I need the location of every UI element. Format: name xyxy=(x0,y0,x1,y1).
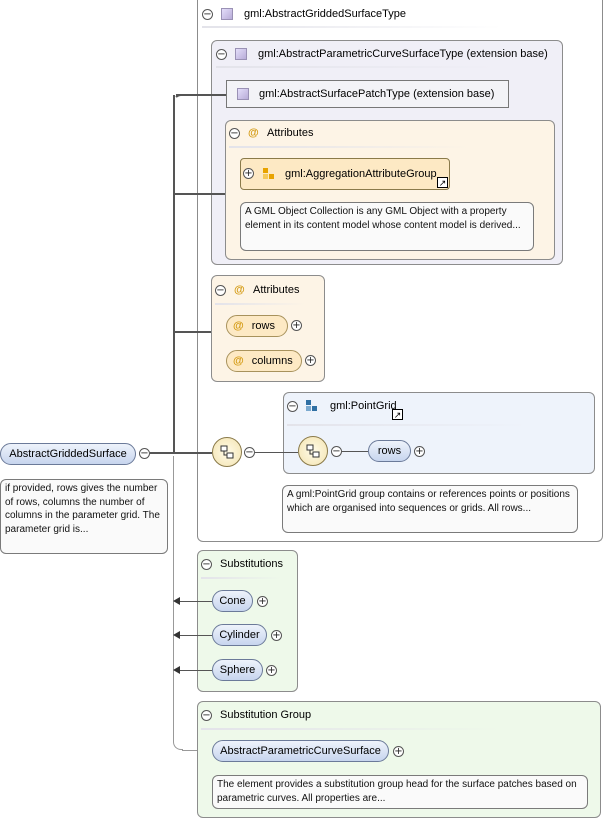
inner-attributes-header: Attributes xyxy=(267,127,314,139)
root-element[interactable]: AbstractGriddedSurface xyxy=(0,443,136,465)
sequence-compositor-icon[interactable] xyxy=(212,437,242,467)
collapse-pointgrid-button[interactable]: − xyxy=(287,401,298,412)
complex-type-icon xyxy=(237,88,249,100)
substitution-group-description: The element provides a substitution grou… xyxy=(212,775,588,809)
attribute-group-icon xyxy=(263,168,275,180)
connector xyxy=(176,94,226,96)
attribute-icon: @ xyxy=(233,355,244,367)
expand-sphere-button[interactable]: + xyxy=(266,665,277,676)
connector xyxy=(173,95,175,452)
expand-columns-attribute-button[interactable]: + xyxy=(305,355,316,366)
attribute-icon: @ xyxy=(234,284,245,296)
attribute-rows-label: rows xyxy=(251,320,275,332)
substitution-group-head[interactable]: AbstractParametricCurveSurface xyxy=(212,740,389,762)
divider xyxy=(201,577,281,579)
arrow-icon xyxy=(173,666,180,674)
attribute-icon: @ xyxy=(248,127,259,139)
aggregation-group-label: gml:AggregationAttributeGroup xyxy=(285,168,437,180)
connector xyxy=(150,452,212,454)
root-description: if provided, rows gives the number of ro… xyxy=(0,479,168,554)
connector xyxy=(255,452,298,453)
pointgrid-description: A gml:PointGrid group contains or refere… xyxy=(282,485,578,533)
substitution-cone[interactable]: Cone xyxy=(212,590,253,612)
pointgrid-panel xyxy=(283,392,595,474)
connector xyxy=(173,738,183,750)
expand-substitution-head-button[interactable]: + xyxy=(393,746,404,757)
divider xyxy=(216,66,496,68)
attribute-columns[interactable]: @ columns xyxy=(226,350,302,372)
substitution-sphere[interactable]: Sphere xyxy=(212,659,263,681)
collapse-inner-attributes-button[interactable]: − xyxy=(229,128,240,139)
connector xyxy=(342,451,368,452)
collapse-outer-sequence-button[interactable]: − xyxy=(244,447,255,458)
group-icon xyxy=(306,400,328,415)
complex-type-icon xyxy=(221,8,243,23)
patch-type-box[interactable]: gml:AbstractSurfacePatchType (extension … xyxy=(226,80,509,108)
connector xyxy=(173,331,211,333)
attribute-icon: @ xyxy=(233,320,244,332)
expand-pointgrid-rows-button[interactable]: + xyxy=(414,446,425,457)
divider xyxy=(201,728,501,730)
expand-cylinder-button[interactable]: + xyxy=(271,630,282,641)
attribute-columns-label: columns xyxy=(251,355,293,367)
connector xyxy=(180,635,212,636)
collapse-substitution-group-button[interactable]: − xyxy=(201,710,212,721)
arrow-icon xyxy=(173,631,180,639)
collapse-type-button[interactable]: − xyxy=(202,9,213,20)
patch-type-label: gml:AbstractSurfacePatchType (extension … xyxy=(259,88,495,100)
extension-title: gml:AbstractParametricCurveSurfaceType (… xyxy=(258,48,548,60)
divider xyxy=(229,146,469,148)
collapse-root-button[interactable]: − xyxy=(139,448,150,459)
substitutions-header: Substitutions xyxy=(220,558,283,570)
connector xyxy=(180,601,212,602)
expand-cone-button[interactable]: + xyxy=(257,596,268,607)
connector xyxy=(173,193,225,195)
substitution-group-header: Substitution Group xyxy=(220,709,312,721)
divider xyxy=(215,303,305,305)
pointgrid-rows-element[interactable]: rows xyxy=(368,440,411,462)
connector xyxy=(180,670,212,671)
collapse-outer-attributes-button[interactable]: − xyxy=(215,285,226,296)
attribute-rows[interactable]: @ rows xyxy=(226,315,288,337)
pointgrid-name: gml:PointGrid xyxy=(330,400,397,412)
link-icon[interactable]: ↗ xyxy=(437,177,448,188)
link-icon[interactable]: ↗ xyxy=(392,409,403,420)
expand-aggregation-button[interactable]: + xyxy=(243,168,254,179)
arrow-icon xyxy=(173,597,180,605)
divider xyxy=(202,26,502,28)
divider xyxy=(287,424,527,426)
collapse-sequence-button[interactable]: − xyxy=(331,446,342,457)
aggregation-group-box[interactable]: gml:AggregationAttributeGroup ↗ xyxy=(240,158,450,190)
outer-attributes-header: Attributes xyxy=(253,284,300,296)
substitution-cylinder[interactable]: Cylinder xyxy=(212,624,267,646)
type-title: gml:AbstractGriddedSurfaceType xyxy=(244,8,407,20)
complex-type-icon xyxy=(235,48,257,63)
aggregation-description: A GML Object Collection is any GML Objec… xyxy=(240,202,534,251)
collapse-extension-button[interactable]: − xyxy=(216,49,227,60)
expand-rows-attribute-button[interactable]: + xyxy=(291,320,302,331)
sequence-compositor-icon[interactable] xyxy=(298,436,328,466)
collapse-substitutions-button[interactable]: − xyxy=(201,559,212,570)
